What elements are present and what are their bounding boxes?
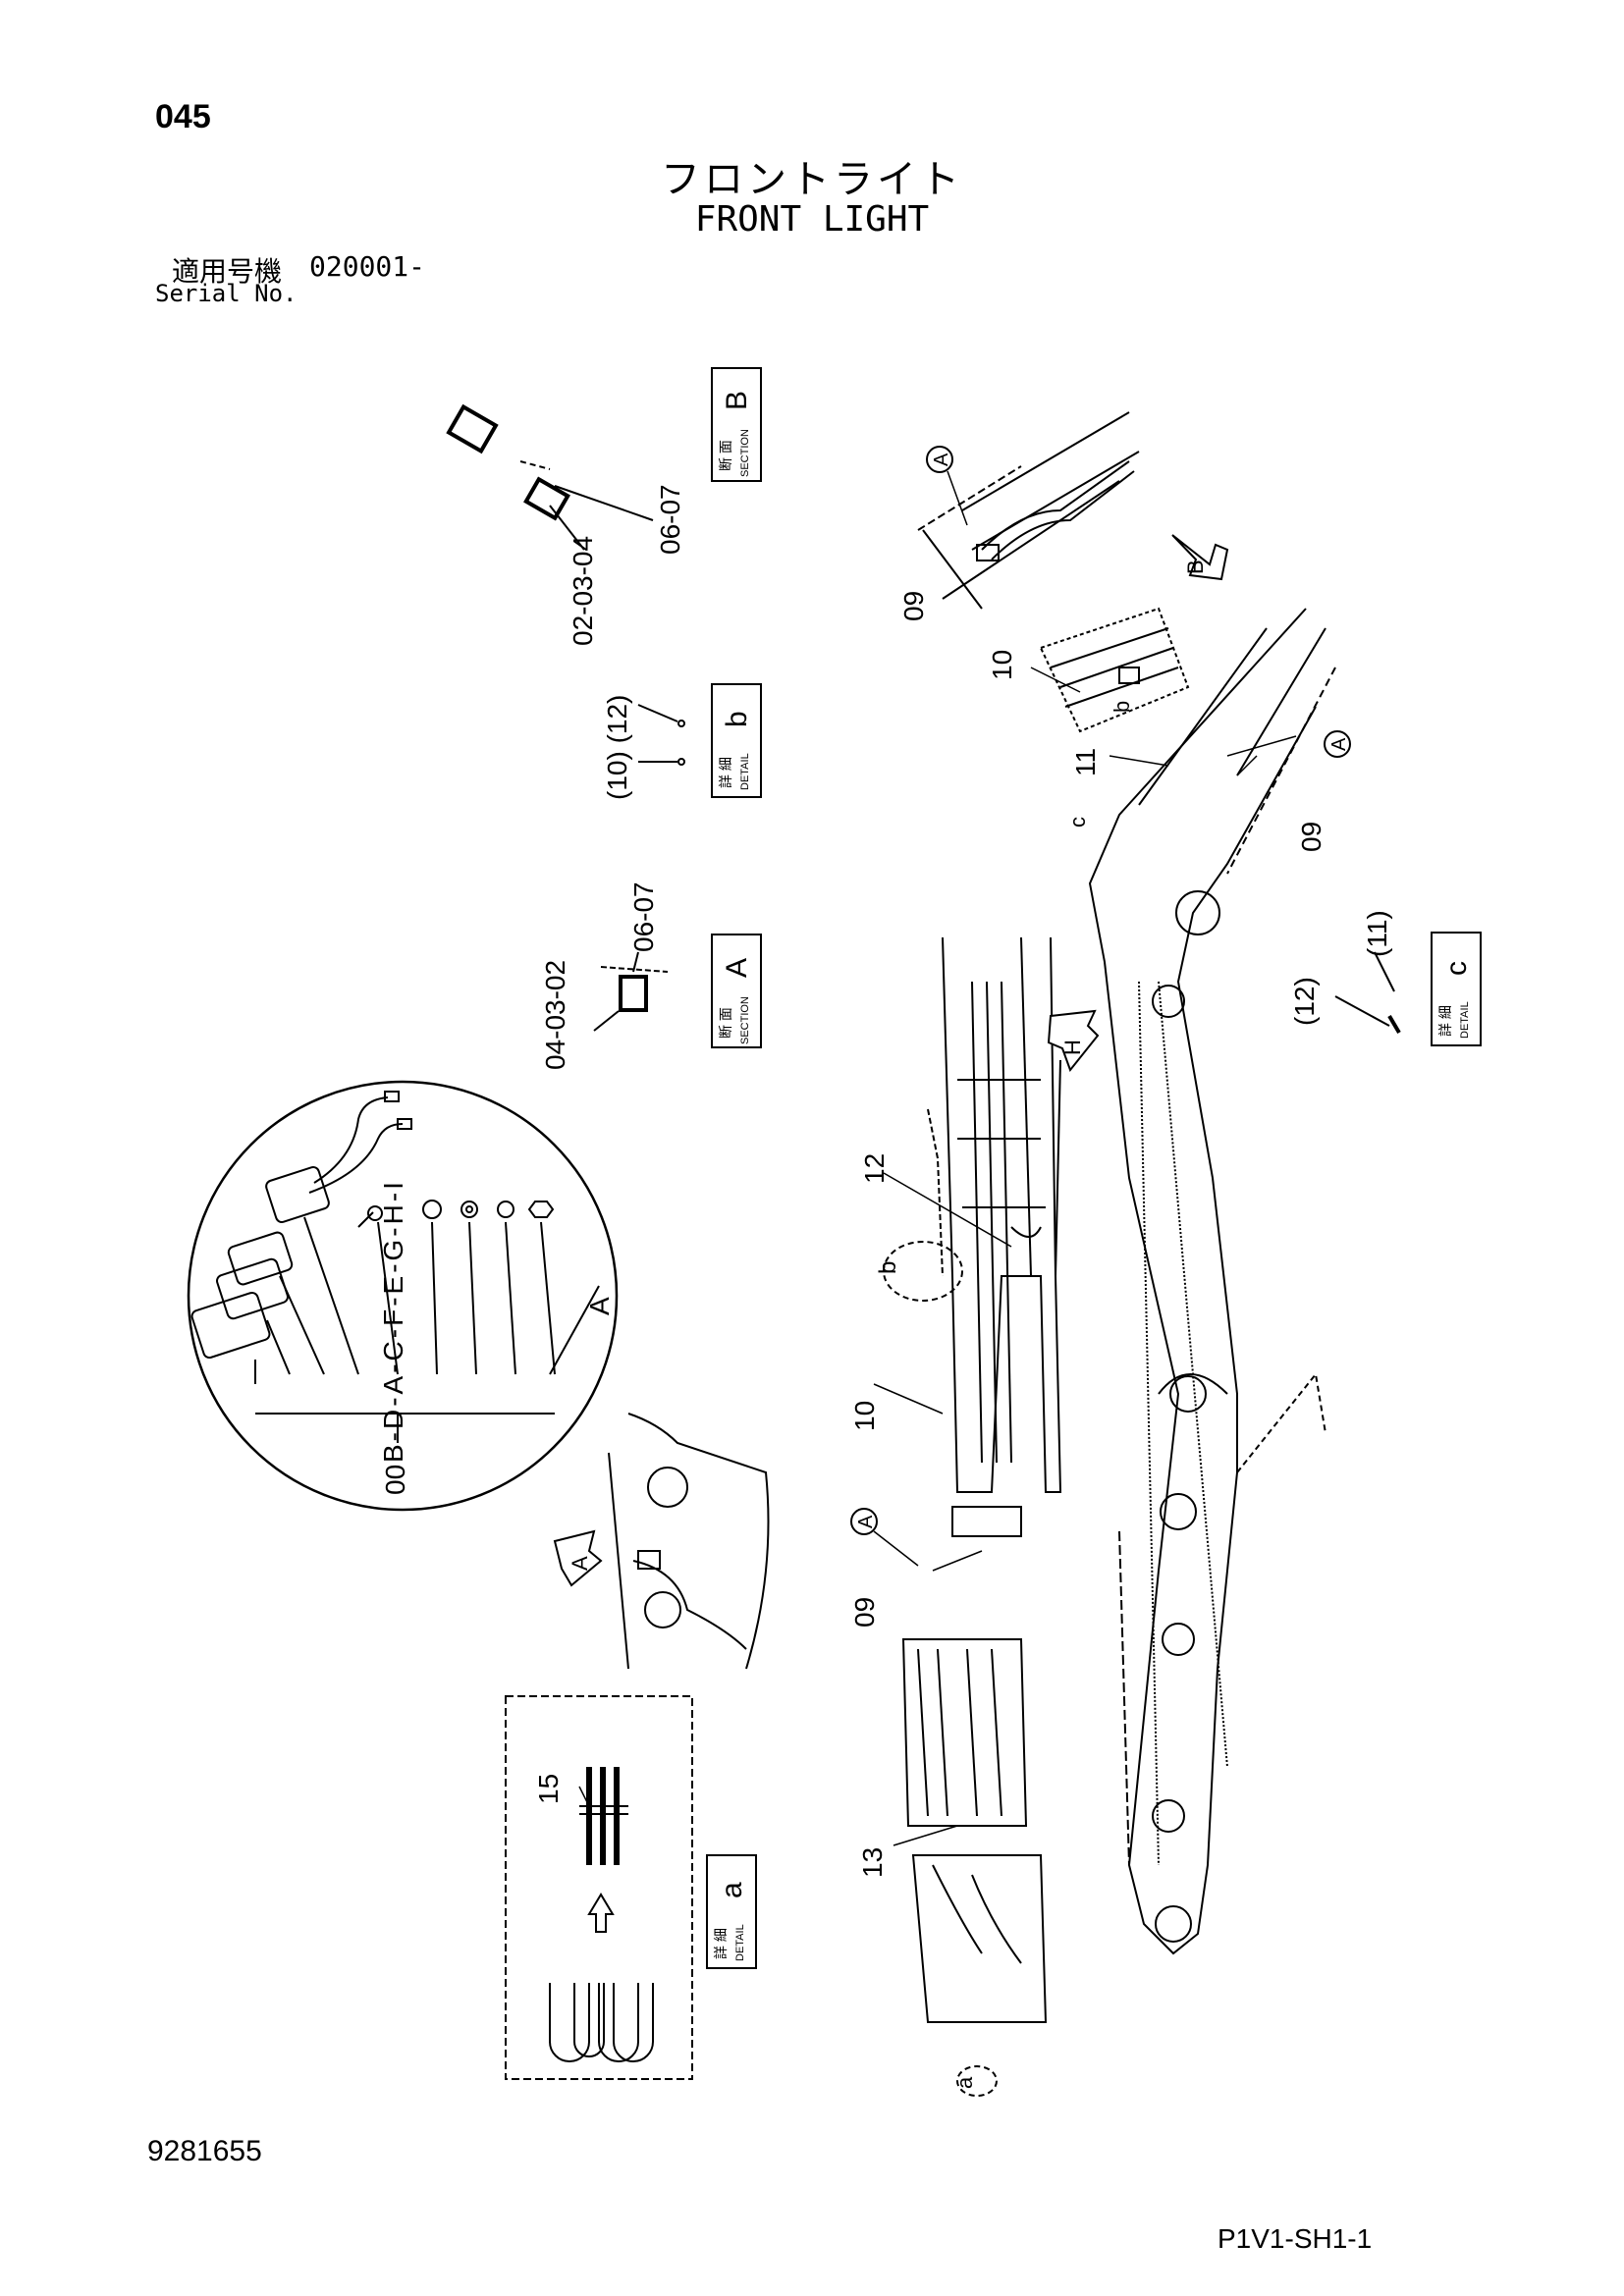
section-b-lamp-detail (446, 403, 654, 551)
callout-circle-a-top (926, 446, 953, 473)
svg-text:a: a (716, 1882, 748, 1898)
detail-a-box (505, 1695, 693, 2080)
callout-part-11: 11 (1070, 748, 1101, 776)
callout-mark-b: b (875, 1261, 901, 1274)
boom-structure (1088, 608, 1336, 1955)
callout-part-09-mid: 09 (849, 1597, 880, 1628)
callout-circle-a-mid (850, 1508, 878, 1535)
svg-text:A: A (721, 958, 753, 978)
view-arrow-a (553, 1529, 603, 1587)
svg-text:SECTION: SECTION (739, 996, 751, 1044)
detail-c-box (1431, 932, 1482, 1046)
callout-view-a: A (568, 1556, 592, 1571)
callout-part-10-top: 10 (987, 650, 1017, 680)
callout-seca-0607: 06-07 (628, 881, 659, 952)
svg-text:断 面: 断 面 (718, 440, 733, 471)
callout-seca-040302: 04-03-02 (540, 960, 570, 1070)
sheet-code: P1V1-SH1-1 (1218, 2223, 1373, 2254)
serial-number-value: 020001- (309, 250, 426, 283)
document-number: 9281655 (147, 2135, 262, 2167)
callout-part-09-right: 09 (1296, 822, 1326, 852)
callout-part-09-top: 09 (898, 591, 929, 621)
title-english: FRONT LIGHT (694, 199, 930, 240)
section-a-lamp-detail (593, 951, 669, 1032)
callout-circle-label-a: A (584, 1297, 615, 1315)
title-japanese: フロントライト (661, 157, 963, 202)
section-a-label: 断 面 SECTION A (718, 958, 753, 1044)
callout-secb-0607: 06-07 (655, 484, 685, 555)
svg-text:b: b (721, 711, 753, 727)
callout-detc-12: (12) (1289, 977, 1320, 1026)
callout-part-12: 12 (859, 1153, 890, 1184)
section-b-box (711, 367, 762, 482)
section-b-label: 断 面 SECTION B (718, 391, 753, 477)
callout-detb-10-12: (10) (12) (602, 695, 632, 800)
inset-view-a-sketch (608, 1413, 770, 1670)
callout-secb-020304: 02-03-04 (568, 536, 598, 646)
callout-circle-a-right (1324, 730, 1351, 758)
arm-structure (883, 936, 1062, 2097)
callout-detc-11: (11) (1362, 910, 1392, 957)
hose-cluster-top (1039, 607, 1190, 733)
callout-mark-b-top: b (1110, 701, 1134, 713)
detail-a-box-label (706, 1854, 757, 1969)
svg-text:SECTION: SECTION (739, 429, 751, 477)
view-arrow-h (1047, 1009, 1100, 1073)
page-number: 045 (155, 98, 211, 135)
callout-part-00: 00 (380, 1465, 410, 1495)
detail-b-label: 詳 細 DETAIL b (718, 711, 753, 790)
serial-label-english: Serial No. (155, 280, 298, 307)
callout-view-h: H (1060, 1040, 1085, 1055)
svg-text:詳 細: 詳 細 (713, 1928, 729, 1959)
svg-text:c: c (1440, 961, 1473, 976)
callout-mark-a: a (952, 2076, 977, 2089)
detail-c-label: 詳 細 DETAIL c (1437, 961, 1473, 1039)
upper-arm-detail (917, 411, 1140, 610)
exploded-lamp-circle (187, 1080, 619, 1512)
detail-c-connector (1334, 951, 1401, 1035)
svg-text:詳 細: 詳 細 (1437, 1005, 1453, 1037)
svg-text:DETAIL: DETAIL (734, 1924, 746, 1961)
svg-text:DETAIL: DETAIL (739, 753, 751, 790)
callout-part-10-mid: 10 (849, 1401, 880, 1431)
serial-label-japanese: 適用号機 (172, 255, 283, 288)
callout-letters-list: B-D-A-C-F-E-G-H-I (378, 1179, 408, 1463)
svg-text:B: B (721, 391, 753, 410)
callout-circle-a-right: A (1328, 737, 1350, 751)
callout-part-15: 15 (533, 1774, 564, 1804)
callout-circle-a-mid: A (855, 1515, 877, 1528)
detail-b-connector (637, 704, 685, 766)
callout-view-b: B (1183, 560, 1208, 574)
detail-b-box (711, 683, 762, 798)
callout-part-13: 13 (857, 1847, 888, 1878)
svg-text:断 面: 断 面 (718, 1007, 733, 1039)
leader-lines (578, 470, 1297, 1846)
callout-mark-c: c (1065, 817, 1090, 828)
svg-text:詳 細: 詳 細 (718, 757, 733, 788)
section-a-box (711, 934, 762, 1048)
detail-a-label: 詳 細 DETAIL a (713, 1882, 748, 1961)
view-arrow-b (1171, 534, 1229, 581)
svg-text:DETAIL: DETAIL (1459, 1001, 1471, 1039)
callout-circle-a-top: A (931, 453, 952, 466)
